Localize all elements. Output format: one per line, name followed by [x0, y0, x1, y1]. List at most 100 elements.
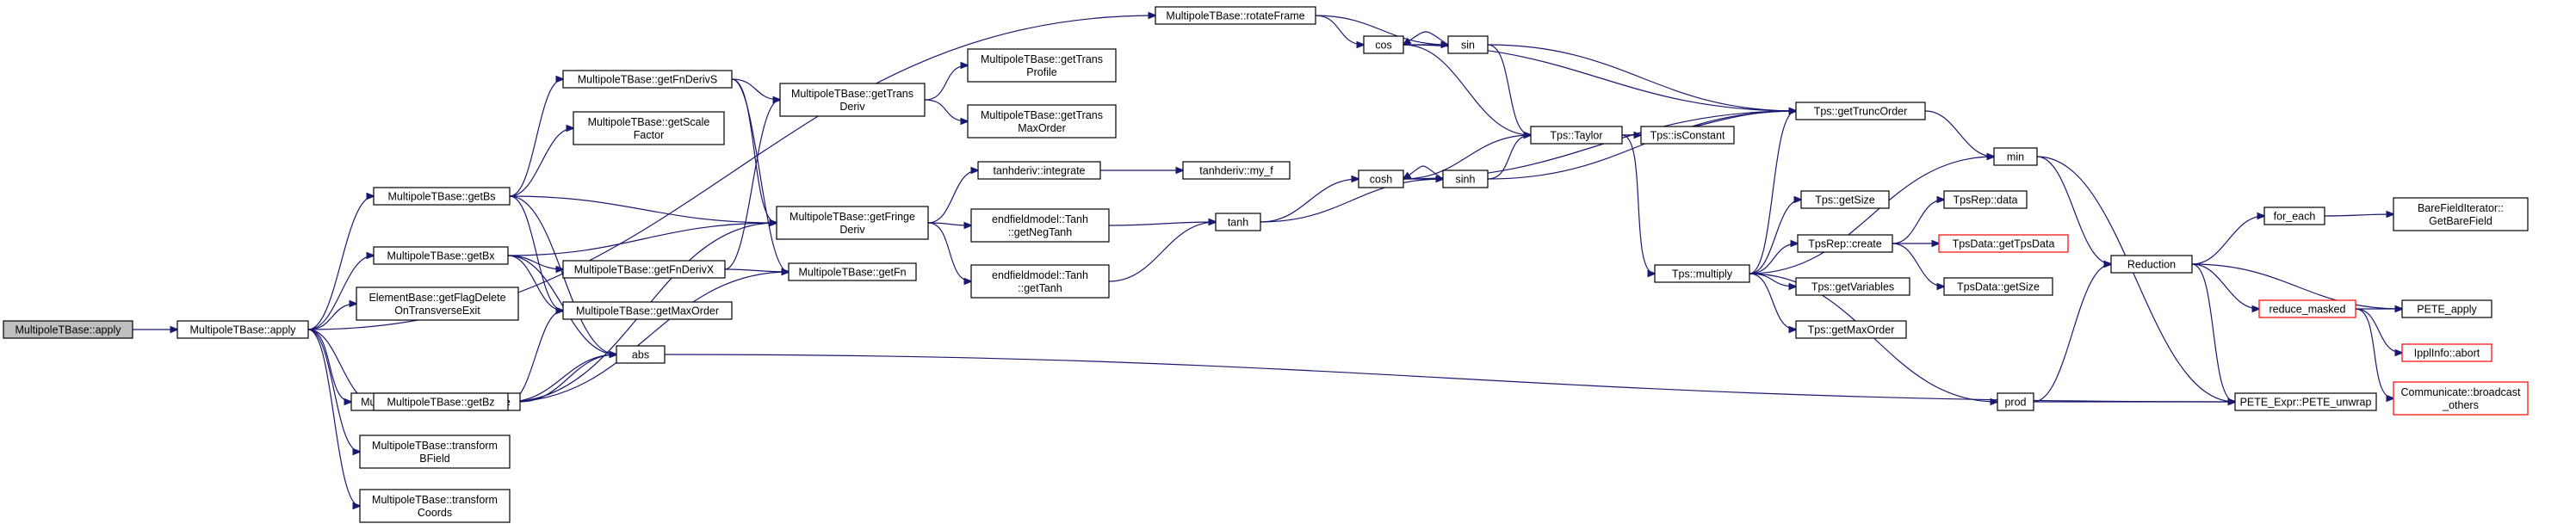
- node-box: [1943, 190, 2028, 209]
- edge-sin-to-getTruncOrder: [1487, 44, 1796, 111]
- node-box: [2110, 255, 2193, 274]
- node-label: BField: [419, 453, 449, 465]
- node-tps-get-max-order[interactable]: Tps::getMaxOrder: [1795, 320, 1907, 339]
- node-box: [3, 320, 133, 339]
- node-my_f[interactable]: tanhderiv::my_f: [1182, 161, 1291, 180]
- node-get-bs[interactable]: MultipoleTBase::getBs: [373, 187, 511, 206]
- node-label: MultipoleTBase::getBs: [387, 191, 495, 203]
- node-box: [970, 208, 1110, 243]
- node-get-bare-field[interactable]: BareFieldIterator::GetBareField: [2393, 197, 2529, 231]
- edge-getBz-to-abs: [507, 354, 616, 403]
- node-label: MultipoleTBase::transform: [372, 440, 498, 452]
- node-label: TpsData::getSize: [1957, 281, 2040, 293]
- node-box: [2234, 392, 2377, 411]
- node-multiply[interactable]: Tps::multiply: [1654, 264, 1750, 283]
- edge-cosh-to-taylor: [1403, 135, 1531, 180]
- node-label: cosh: [1370, 174, 1392, 186]
- node-label: IpplInfo::abort: [2414, 348, 2480, 360]
- node-min[interactable]: min: [1993, 147, 2038, 166]
- node-label: min: [2007, 151, 2024, 163]
- node-get-trunc-order[interactable]: Tps::getTruncOrder: [1795, 102, 1926, 120]
- node-box: [1795, 277, 1910, 296]
- node-box: [779, 83, 926, 117]
- edge-cos-to-taylor: [1403, 44, 1531, 135]
- node-ippl-abort[interactable]: IpplInfo::abort: [2401, 343, 2492, 362]
- node-get-flag-delete[interactable]: ElementBase::getFlagDeleteOnTransverseEx…: [356, 287, 519, 321]
- node-abs[interactable]: abs: [616, 345, 666, 364]
- edge-min-to-reduction: [2036, 156, 2111, 264]
- node-get-tps-data[interactable]: TpsData::getTpsData: [1938, 234, 2069, 253]
- node-box: [2258, 299, 2356, 318]
- node-label: abs: [632, 349, 649, 361]
- node-reduction[interactable]: Reduction: [2110, 255, 2193, 274]
- node-label: Tps::getTruncOrder: [1814, 106, 1908, 118]
- node-taylor[interactable]: Tps::Taylor: [1530, 126, 1623, 145]
- node-tanh[interactable]: tanh: [1215, 213, 1261, 231]
- node-box: [967, 48, 1117, 83]
- node-label: Tps::multiply: [1672, 268, 1733, 280]
- node-pete-apply[interactable]: PETE_apply: [2401, 299, 2492, 318]
- node-get-tanh[interactable]: endfieldmodel::Tanh::getTanh: [970, 264, 1110, 299]
- node-prod[interactable]: prod: [1997, 392, 2034, 411]
- node-get-bz[interactable]: MultipoleTBase::getBz: [373, 392, 509, 411]
- node-box: [1795, 320, 1907, 339]
- node-rep-data[interactable]: TpsRep::data: [1943, 190, 2028, 209]
- edge-sin-to-cos: [1403, 31, 1449, 45]
- node-label: Tps::getSize: [1815, 194, 1875, 206]
- edge-getBz-to-getFn: [507, 272, 789, 403]
- edge-apply2-to-insideAperture: [307, 329, 351, 402]
- node-label: tanhderiv::integrate: [993, 165, 1085, 177]
- node-sinh[interactable]: sinh: [1442, 169, 1489, 188]
- node-integrate[interactable]: tanhderiv::integrate: [977, 161, 1101, 180]
- node-cosh[interactable]: cosh: [1358, 169, 1404, 188]
- node-get-variables[interactable]: Tps::getVariables: [1795, 277, 1910, 296]
- edge-tanh-to-sinh: [1260, 179, 1443, 223]
- node-apply2[interactable]: MultipoleTBase::apply: [176, 320, 309, 339]
- node-reduce-masked[interactable]: reduce_masked: [2258, 299, 2356, 318]
- node-get-bx[interactable]: MultipoleTBase::getBx: [373, 246, 509, 265]
- edge-multiply-to-getSize: [1749, 200, 1801, 274]
- node-for-each[interactable]: for_each: [2263, 206, 2325, 225]
- node-box: [1358, 169, 1404, 188]
- node-get-max-order[interactable]: MultipoleTBase::getMaxOrder: [562, 301, 733, 320]
- node-box: [1797, 234, 1893, 253]
- node-label: PETE_Expr::PETE_unwrap: [2240, 397, 2372, 409]
- node-cos[interactable]: cos: [1363, 35, 1404, 54]
- node-sin[interactable]: sin: [1447, 35, 1489, 54]
- edge-getBs-to-getFringeDeriv: [509, 195, 777, 223]
- node-box: [573, 111, 725, 145]
- node-get-fn-deriv-s[interactable]: MultipoleTBase::getFnDerivS: [562, 70, 733, 89]
- node-box: [977, 161, 1101, 180]
- node-box: [1993, 147, 2038, 166]
- edge-getFnDerivX-to-getTransDeriv: [724, 100, 780, 270]
- node-get-fn[interactable]: MultipoleTBase::getFn: [788, 262, 917, 281]
- node-rotate-frame[interactable]: MultipoleTBase::rotateFrame: [1155, 6, 1316, 25]
- edge-getBs-to-getFnDerivS: [509, 79, 563, 197]
- node-broadcast[interactable]: Communicate::broadcast_others: [2393, 381, 2529, 416]
- node-label: Profile: [1026, 66, 1056, 78]
- node-label: sin: [1461, 40, 1475, 52]
- node-box: [1654, 264, 1750, 283]
- edge-reduceMasked-to-ipplAbort: [2355, 308, 2402, 353]
- node-unwrap[interactable]: PETE_Expr::PETE_unwrap: [2234, 392, 2377, 411]
- node-root[interactable]: MultipoleTBase::apply: [3, 320, 133, 339]
- edge-sin-to-taylor: [1487, 44, 1531, 135]
- node-label: Deriv: [839, 101, 865, 113]
- node-box: [2401, 343, 2492, 362]
- node-box: [359, 489, 511, 523]
- node-get-neg-tanh[interactable]: endfieldmodel::Tanh::getNegTanh: [970, 208, 1110, 243]
- node-is-constant[interactable]: Tps::isConstant: [1640, 126, 1735, 145]
- node-get-size[interactable]: Tps::getSize: [1800, 190, 1890, 209]
- node-label: MultipoleTBase::apply: [190, 324, 297, 336]
- node-data-get-size[interactable]: TpsData::getSize: [1943, 277, 2053, 296]
- edge-reduction-to-unwrap: [2191, 263, 2235, 402]
- node-create[interactable]: TpsRep::create: [1797, 234, 1893, 253]
- node-get-fn-deriv-x[interactable]: MultipoleTBase::getFnDerivX: [562, 260, 726, 279]
